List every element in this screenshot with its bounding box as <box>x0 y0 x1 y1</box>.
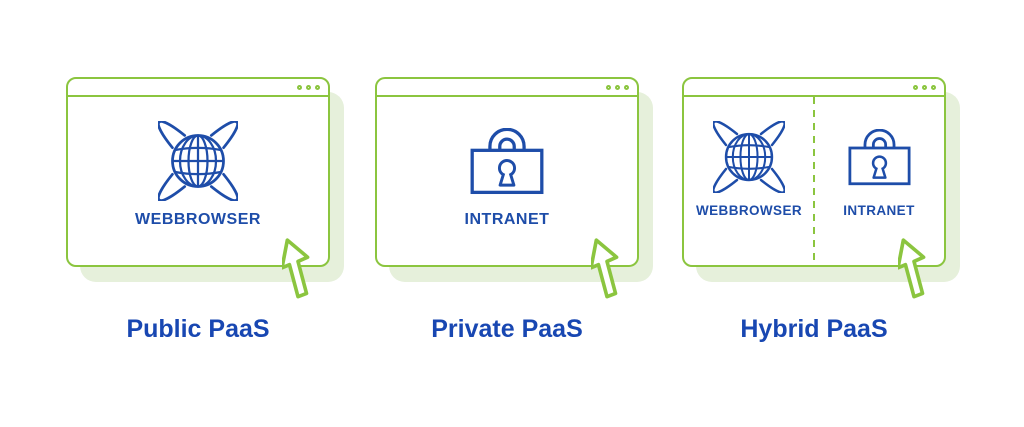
window-dot <box>606 84 611 90</box>
globe-network-icon <box>158 121 238 201</box>
window-dot <box>913 84 918 90</box>
window-titlebar <box>684 79 944 97</box>
icon-box <box>848 119 911 195</box>
browser-window: WEBBROWSER INTRANET <box>682 77 946 267</box>
padlock-icon <box>848 129 911 186</box>
cursor-arrow-icon <box>590 238 624 302</box>
window-dot <box>615 84 620 90</box>
globe-network-icon <box>713 121 785 193</box>
zone-label: WEBBROWSER <box>135 211 261 228</box>
cursor-arrow-icon <box>281 238 315 302</box>
icon-box <box>470 121 544 201</box>
window-titlebar <box>377 79 637 97</box>
window-dot <box>315 84 320 90</box>
panel-public-paas: WEBBROWSER Public PaaS <box>66 77 344 377</box>
window-dot <box>931 84 936 90</box>
window-content: WEBBROWSER <box>68 97 328 265</box>
zone-label: INTRANET <box>843 203 915 218</box>
panel-caption: Private PaaS <box>431 315 583 343</box>
icon-box <box>713 119 785 195</box>
padlock-icon <box>470 128 544 195</box>
zone-webbrowser: WEBBROWSER <box>68 97 328 265</box>
window-dot <box>624 84 629 90</box>
window-dot <box>297 84 302 90</box>
zone-label: INTRANET <box>464 211 550 228</box>
icon-box <box>158 121 238 201</box>
panel-caption: Public PaaS <box>126 315 270 343</box>
panel-private-paas: INTRANET Private PaaS <box>375 77 653 377</box>
zone-intranet: INTRANET <box>814 97 944 265</box>
browser-window: WEBBROWSER <box>66 77 330 267</box>
zone-webbrowser: WEBBROWSER <box>684 97 814 265</box>
window-content: INTRANET <box>377 97 637 265</box>
panel-hybrid-paas: WEBBROWSER INTRANET Hybrid PaaS <box>682 77 960 377</box>
browser-window: INTRANET <box>375 77 639 267</box>
panel-caption: Hybrid PaaS <box>740 315 888 343</box>
cursor-arrow-icon <box>897 238 931 302</box>
zone-intranet: INTRANET <box>377 97 637 265</box>
dashed-divider <box>813 97 815 265</box>
zone-label: WEBBROWSER <box>696 203 802 218</box>
window-dot <box>922 84 927 90</box>
window-titlebar <box>68 79 328 97</box>
window-content: WEBBROWSER INTRANET <box>684 97 944 265</box>
window-dot <box>306 84 311 90</box>
